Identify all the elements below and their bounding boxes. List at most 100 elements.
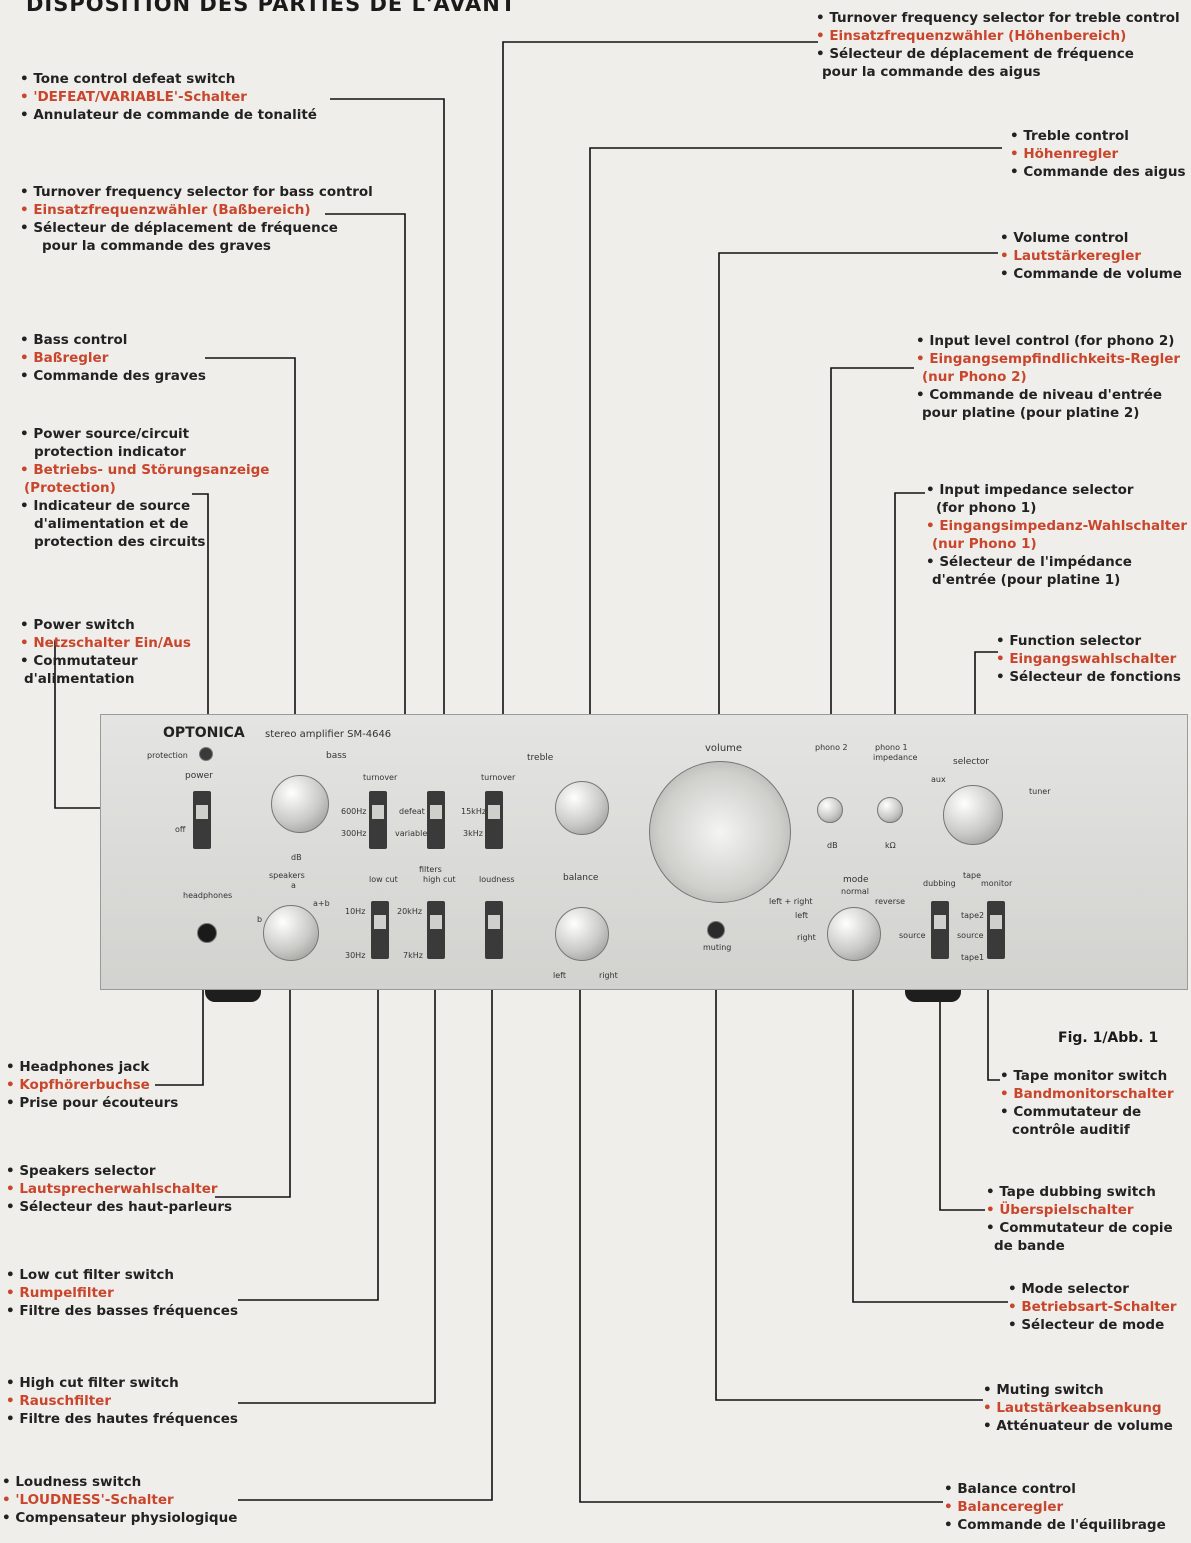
tape-dubbing-switch[interactable] xyxy=(931,901,949,959)
callout-fr: de bande xyxy=(994,1238,1065,1254)
mode-normal-label: normal xyxy=(841,887,870,896)
callout-en: • Tone control defeat switch xyxy=(20,71,236,87)
loudness-switch[interactable] xyxy=(485,901,503,959)
callout-en: • Input level control (for phono 2) xyxy=(916,333,1175,349)
callout-en: • Function selector xyxy=(996,633,1142,649)
callout-fr: • Sélecteur des haut-parleurs xyxy=(6,1199,233,1215)
callout-de: • 'LOUDNESS'-Schalter xyxy=(2,1492,174,1508)
callout-fr: • Sélecteur de déplacement de fréquence xyxy=(816,46,1134,62)
callout-fr: d'alimentation xyxy=(24,671,135,687)
callout-fr: • Commande de volume xyxy=(1000,266,1182,282)
khz3-label: 3kHz xyxy=(463,829,483,838)
model-label: stereo amplifier SM-4646 xyxy=(265,729,392,740)
callout-fr: • Sélecteur de mode xyxy=(1008,1317,1165,1333)
leader-speakers xyxy=(215,935,291,1198)
callout-power-indicator: • Power source/circuit protection indica… xyxy=(20,425,269,551)
balance-knob[interactable] xyxy=(555,907,609,961)
headphones-jack[interactable] xyxy=(197,923,217,943)
mode-right-label: right xyxy=(797,933,816,942)
callout-de: • Netzschalter Ein/Aus xyxy=(20,635,191,651)
leader-bass-control xyxy=(205,357,296,800)
treble-turnover-label: turnover xyxy=(481,773,516,782)
leader-tape-dubbing xyxy=(939,935,985,1211)
tape-monitor-switch[interactable] xyxy=(987,901,1005,959)
khz15-label: 15kHz xyxy=(461,807,487,816)
phono2-db-label: dB xyxy=(827,841,838,850)
bass-turnover-switch[interactable] xyxy=(369,791,387,849)
callout-en: • Muting switch xyxy=(983,1382,1104,1398)
callout-fr: • Annulateur de commande de tonalité xyxy=(20,107,317,123)
callout-en: • Volume control xyxy=(1000,230,1129,246)
muting-button[interactable] xyxy=(707,921,725,939)
monitor-tape1-label: tape1 xyxy=(961,953,985,962)
treble-turnover-switch[interactable] xyxy=(485,791,503,849)
input-level-knob[interactable] xyxy=(817,797,843,823)
leader-treble-turnover xyxy=(502,41,818,810)
treble-knob[interactable] xyxy=(555,781,609,835)
low-cut-switch[interactable] xyxy=(371,901,389,959)
callout-loudness: • Loudness switch • 'LOUDNESS'-Schalter … xyxy=(2,1473,237,1527)
protection-label: protection xyxy=(147,751,188,760)
callout-de: (Protection) xyxy=(24,480,116,496)
callout-mode-selector: • Mode selector • Betriebsart-Schalter •… xyxy=(1008,1280,1177,1334)
volume-knob[interactable] xyxy=(649,761,791,903)
callout-de: • Betriebs- und Störungsanzeige xyxy=(20,462,270,478)
callout-fr: • Commutateur xyxy=(20,653,138,669)
callout-en: • Balance control xyxy=(944,1481,1076,1497)
headphones-label: headphones xyxy=(183,891,233,900)
callout-de: • Rauschfilter xyxy=(6,1393,111,1409)
callout-input-impedance: • Input impedance selector (for phono 1)… xyxy=(926,481,1187,589)
protection-indicator-lamp xyxy=(199,747,213,761)
lowcut-label: low cut xyxy=(369,875,398,884)
hz30-label: 30Hz xyxy=(345,951,366,960)
left-foot xyxy=(205,990,261,1002)
leader-mode xyxy=(852,935,1008,1303)
callout-de: • Baßregler xyxy=(20,350,109,366)
callout-fr: • Filtre des hautes fréquences xyxy=(6,1411,238,1427)
bass-db-label: dB xyxy=(291,853,302,862)
callout-de: • 'DEFEAT/VARIABLE'-Schalter xyxy=(20,89,247,105)
callout-en: • Turnover frequency selector for bass c… xyxy=(20,184,373,200)
callout-tone-defeat: • Tone control defeat switch • 'DEFEAT/V… xyxy=(20,70,317,124)
callout-fr: • Commutateur de xyxy=(1000,1104,1142,1120)
callout-de: • Kopfhörerbuchse xyxy=(6,1077,150,1093)
loudness-label: loudness xyxy=(479,875,515,884)
callout-low-cut: • Low cut filter switch • Rumpelfilter •… xyxy=(6,1266,238,1320)
tone-defeat-switch[interactable] xyxy=(427,791,445,849)
callout-de: • Einsatzfrequenzwähler (Höhenbereich) xyxy=(816,28,1127,44)
power-switch[interactable] xyxy=(193,791,211,849)
power-label: power xyxy=(185,771,213,781)
speakers-knob[interactable] xyxy=(263,905,319,961)
callout-de: • Rumpelfilter xyxy=(6,1285,114,1301)
callout-de: • Lautsprecherwahlschalter xyxy=(6,1181,218,1197)
callout-fr: protection des circuits xyxy=(34,534,206,550)
figure-label: Fig. 1/Abb. 1 xyxy=(1058,1030,1159,1046)
callout-de: • Lautstärkeabsenkung xyxy=(983,1400,1162,1416)
callout-en: • Power source/circuit xyxy=(20,426,190,442)
callout-muting: • Muting switch • Lautstärkeabsenkung • … xyxy=(983,1381,1173,1435)
callout-fr: pour platine (pour platine 2) xyxy=(922,405,1140,421)
callout-function-selector: • Function selector • Eingangswahlschalt… xyxy=(996,632,1181,686)
tape-label: tape xyxy=(963,871,982,880)
input-impedance-knob[interactable] xyxy=(877,797,903,823)
leader-balance xyxy=(579,935,943,1503)
hz600-label: 600Hz xyxy=(341,807,367,816)
callout-power-switch: • Power switch • Netzschalter Ein/Aus • … xyxy=(20,616,191,688)
bass-knob[interactable] xyxy=(271,775,329,833)
leader-tone-defeat xyxy=(330,98,445,800)
filters-label: filters xyxy=(419,865,442,874)
callout-fr: pour la commande des graves xyxy=(42,238,271,254)
mode-label: mode xyxy=(843,875,869,885)
speakers-b-label: b xyxy=(257,915,263,924)
function-selector-knob[interactable] xyxy=(943,785,1003,845)
callout-treble-control: • Treble control • Höhenregler • Command… xyxy=(1010,127,1186,181)
power-off-label: off xyxy=(175,825,186,834)
callout-fr: • Sélecteur de fonctions xyxy=(996,669,1181,685)
amplifier-front-panel: OPTONICA stereo amplifier SM-4646 protec… xyxy=(100,714,1188,1002)
leader-bass-turnover xyxy=(325,213,406,800)
callout-en: • Turnover frequency selector for treble… xyxy=(816,10,1180,26)
khz7-label: 7kHz xyxy=(403,951,423,960)
callout-en: (for phono 1) xyxy=(936,500,1037,516)
mode-selector-knob[interactable] xyxy=(827,907,881,961)
high-cut-switch[interactable] xyxy=(427,901,445,959)
